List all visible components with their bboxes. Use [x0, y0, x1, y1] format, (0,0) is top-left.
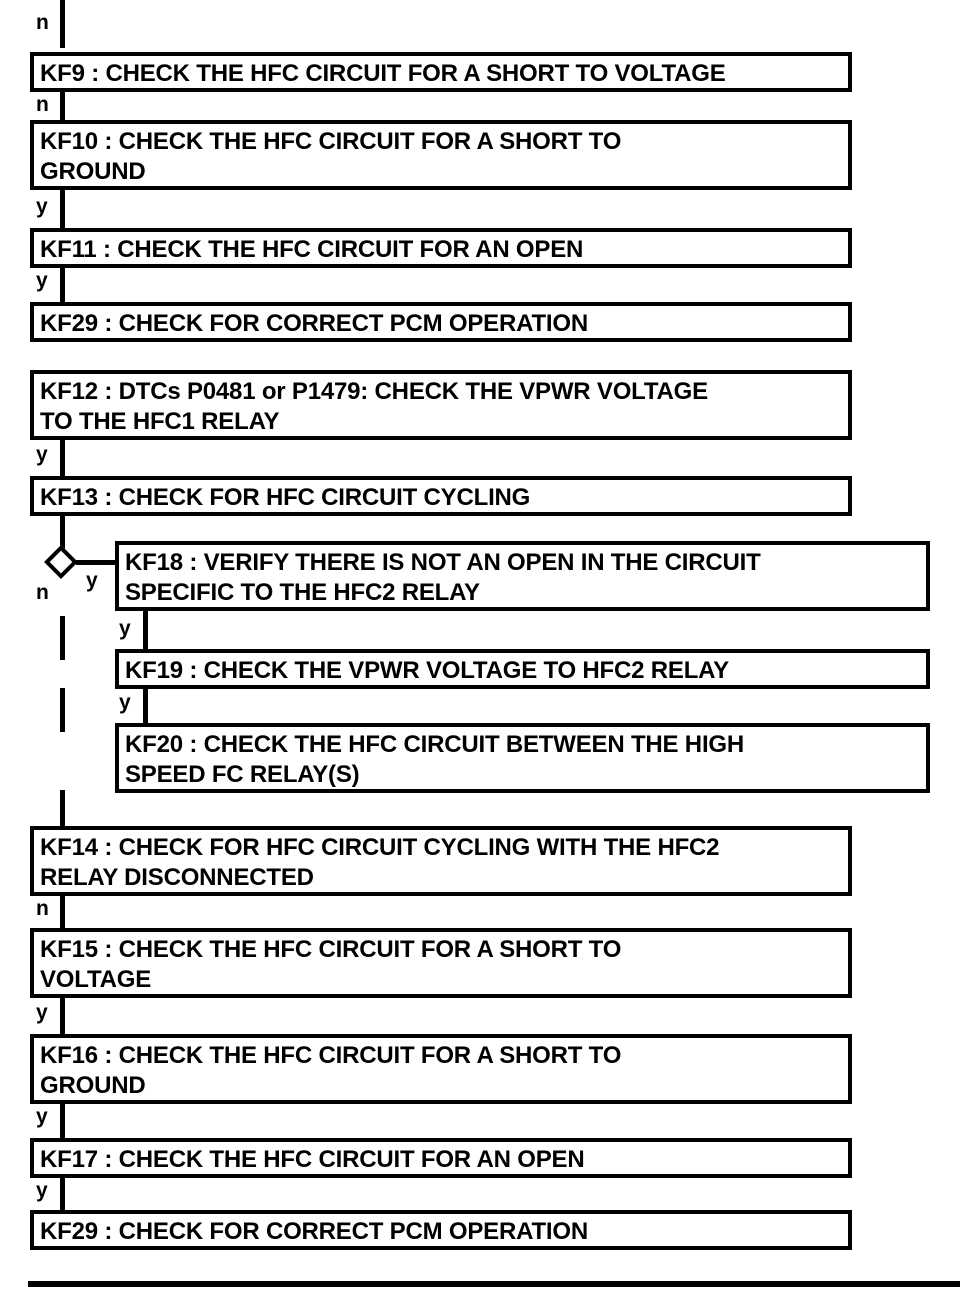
edge-label-top-kf9: n: [36, 11, 49, 34]
footer-divider: [28, 1281, 960, 1287]
node-kf16[interactable]: KF16 : CHECK THE HFC CIRCUIT FOR A SHORT…: [30, 1034, 852, 1104]
connector-kf17-to-kf29b: [60, 1178, 65, 1210]
edge-label-kf11-kf29a: y: [36, 269, 48, 292]
node-kf14[interactable]: KF14 : CHECK FOR HFC CIRCUIT CYCLING WIT…: [30, 826, 852, 896]
connector-decision-no-segment-2: [60, 688, 65, 732]
connector-kf10-to-kf11: [60, 190, 65, 228]
connector-kf12-to-kf13: [60, 440, 65, 476]
edge-label-kf10-kf11: y: [36, 195, 48, 218]
connector-kf13-to-decision: [60, 516, 65, 550]
node-kf9[interactable]: KF9 : CHECK THE HFC CIRCUIT FOR A SHORT …: [30, 52, 852, 92]
edge-label-kf9-kf10: n: [36, 93, 49, 116]
connector-kf11-to-kf29a: [60, 268, 65, 302]
node-kf15[interactable]: KF15 : CHECK THE HFC CIRCUIT FOR A SHORT…: [30, 928, 852, 998]
decision-diamond[interactable]: [44, 545, 78, 579]
connector-kf9-to-kf10: [60, 92, 65, 120]
connector-decision-yes-to-kf18: [76, 560, 120, 565]
connector-kf19-to-kf20: [143, 689, 148, 723]
edge-label-kf17-kf29b: y: [36, 1179, 48, 1202]
node-kf19[interactable]: KF19 : CHECK THE VPWR VOLTAGE TO HFC2 RE…: [115, 649, 930, 689]
node-kf20[interactable]: KF20 : CHECK THE HFC CIRCUIT BETWEEN THE…: [115, 723, 930, 793]
edge-label-kf14-kf15: n: [36, 897, 49, 920]
node-kf10[interactable]: KF10 : CHECK THE HFC CIRCUIT FOR A SHORT…: [30, 120, 852, 190]
edge-label-kf15-kf16: y: [36, 1001, 48, 1024]
node-kf12[interactable]: KF12 : DTCs P0481 or P1479: CHECK THE VP…: [30, 370, 852, 440]
edge-label-kf12-kf13: y: [36, 443, 48, 466]
connector-kf16-to-kf17: [60, 1104, 65, 1138]
connector-kf14-to-kf15: [60, 896, 65, 928]
edge-label-decision-no: n: [36, 581, 49, 604]
connector-decision-no-segment-3: [60, 790, 65, 826]
node-kf13[interactable]: KF13 : CHECK FOR HFC CIRCUIT CYCLING: [30, 476, 852, 516]
edge-label-kf18-kf19: y: [119, 617, 131, 640]
connector-kf15-to-kf16: [60, 998, 65, 1034]
node-kf17[interactable]: KF17 : CHECK THE HFC CIRCUIT FOR AN OPEN: [30, 1138, 852, 1178]
connector-kf18-to-kf19: [143, 611, 148, 649]
node-kf18[interactable]: KF18 : VERIFY THERE IS NOT AN OPEN IN TH…: [115, 541, 930, 611]
edge-label-kf16-kf17: y: [36, 1105, 48, 1128]
node-kf29-first[interactable]: KF29 : CHECK FOR CORRECT PCM OPERATION: [30, 302, 852, 342]
node-kf29-second[interactable]: KF29 : CHECK FOR CORRECT PCM OPERATION: [30, 1210, 852, 1250]
edge-label-kf19-kf20: y: [119, 691, 131, 714]
connector-top-to-kf9: [60, 0, 65, 48]
node-kf11[interactable]: KF11 : CHECK THE HFC CIRCUIT FOR AN OPEN: [30, 228, 852, 268]
connector-decision-no-segment-1: [60, 616, 65, 660]
edge-label-decision-yes: y: [86, 569, 98, 592]
